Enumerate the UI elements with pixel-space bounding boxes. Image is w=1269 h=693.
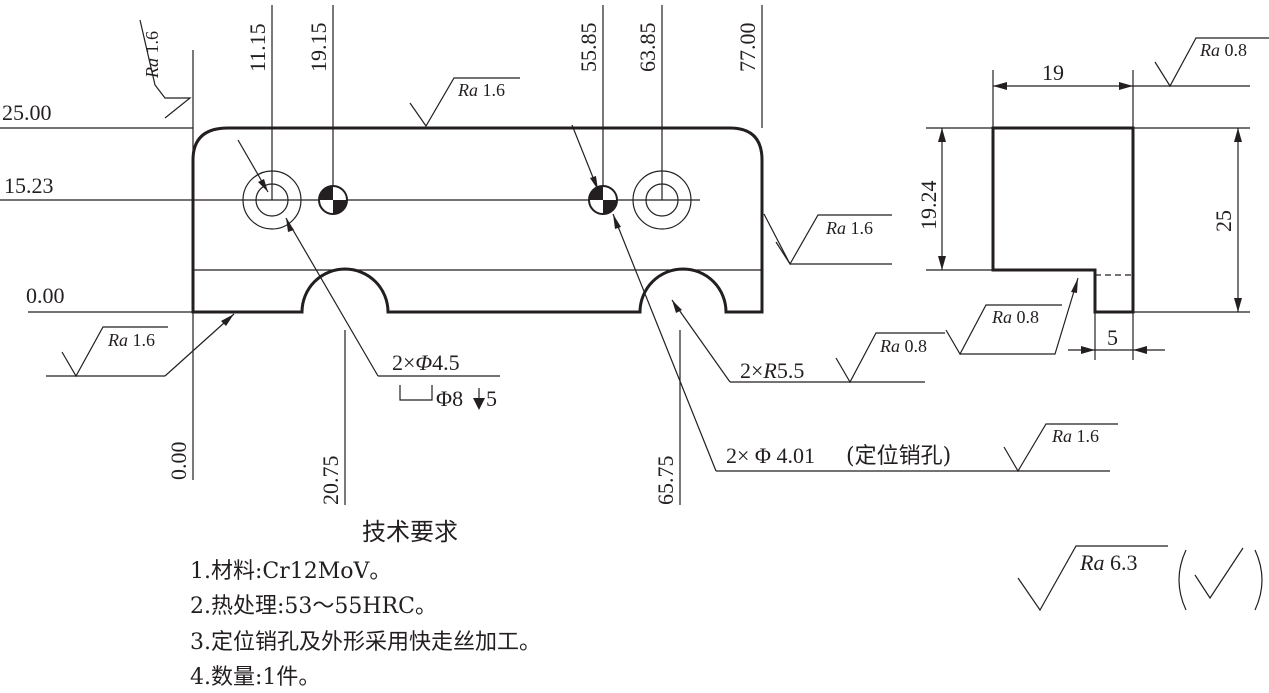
roughness-symbols: Ra 1.6 Ra 1.6 Ra 1.6 Ra 1.6 Ra 0.8 Ra 1.… — [46, 19, 1269, 612]
svg-text:Ra 0.8: Ra 0.8 — [1199, 40, 1247, 60]
svg-text:Ra 1.6: Ra 1.6 — [107, 330, 155, 350]
side-outline — [991, 126, 1135, 314]
svg-text:Ra 0.8: Ra 0.8 — [879, 336, 927, 356]
requirement-4: 4.数量:1件。 — [190, 665, 320, 690]
arrow-step-r — [1133, 346, 1147, 354]
counterbore-hole-left — [242, 170, 302, 230]
arrow-cbore — [286, 218, 294, 232]
dim-x-5585: 55.85 — [576, 23, 601, 73]
dim-x-0: 0.00 — [166, 442, 191, 481]
dim-y-0: 0.00 — [26, 283, 65, 308]
svg-text:Ra 6.3: Ra 6.3 — [1079, 550, 1137, 575]
front-view: 0.00 11.15 19.15 20.75 55.85 63.85 65.75… — [0, 5, 1110, 505]
callout-pin-hole: 2× Φ 4.01 — [726, 443, 815, 468]
arrow-width-l — [993, 82, 1007, 90]
dim-side-step: 5 — [1107, 325, 1118, 350]
leader-radius — [671, 299, 731, 383]
svg-text:Ra 1.6: Ra 1.6 — [1051, 426, 1099, 446]
callout-cbore-depth: 5 — [486, 386, 497, 411]
callout-radius: 2×R5.5 — [740, 358, 804, 383]
leader-right — [763, 213, 791, 265]
arrow-bottom-left — [221, 314, 234, 326]
arrow-width-r — [1119, 82, 1133, 90]
arrow-pin — [613, 214, 621, 229]
requirements-title: 技术要求 — [362, 518, 458, 546]
roughness-side-top: Ra 0.8 — [1154, 37, 1269, 88]
counterbore-hole-right — [632, 170, 692, 230]
depth-symbol — [473, 388, 485, 410]
dim-x-2075: 20.75 — [318, 456, 343, 506]
leader-bottom-left — [164, 313, 235, 377]
arrow-inner-b — [938, 256, 946, 270]
leader-cbore — [285, 217, 379, 377]
counterbore-symbol — [399, 385, 433, 401]
arrow-step-l — [1081, 346, 1095, 354]
arrow-radius — [672, 300, 682, 313]
arrow-height-t — [1234, 128, 1242, 142]
dim-y-25: 25.00 — [2, 100, 52, 125]
svg-text:Ra 0.8: Ra 0.8 — [991, 307, 1039, 327]
roughness-top-mid: Ra 1.6 — [409, 77, 520, 128]
arrow-height-b — [1234, 298, 1242, 312]
svg-text:Ra 1.6: Ra 1.6 — [825, 218, 873, 238]
roughness-right: Ra 1.6 — [775, 214, 892, 266]
dim-y-1523: 15.23 — [4, 173, 54, 198]
requirement-2: 2.热处理:53～55HRC。 — [190, 594, 437, 619]
svg-text:Ra 1.6: Ra 1.6 — [457, 80, 505, 100]
dim-side-height: 25 — [1211, 210, 1236, 232]
dim-x-1915: 19.15 — [306, 23, 331, 73]
dim-side-inner: 19.24 — [916, 181, 941, 231]
dim-x-1115: 11.15 — [245, 23, 270, 72]
requirement-1: 1.材料:Cr12MoV。 — [190, 559, 391, 584]
arrow-inner-t — [938, 128, 946, 142]
requirement-3: 3.定位销孔及外形采用快走丝加工。 — [190, 630, 541, 655]
roughness-bottom-left: Ra 1.6 — [46, 326, 168, 378]
roughness-top-left: Ra 1.6 — [139, 19, 192, 119]
part-outline — [191, 126, 764, 314]
callout-cbore-dia: Φ8 — [436, 386, 463, 411]
dim-x-6575: 65.75 — [653, 456, 678, 506]
side-view: 19 25 19.24 5 — [916, 60, 1250, 360]
arrow-hole-left-a — [258, 179, 268, 192]
dim-x-77: 77.00 — [735, 23, 760, 73]
dim-side-width: 19 — [1042, 60, 1064, 85]
svg-text:Ra 1.6: Ra 1.6 — [142, 31, 162, 79]
leader-pin — [612, 213, 717, 472]
callout-cbore-hole: 2×Φ4.5 — [392, 350, 460, 375]
roughness-pin: Ra 1.6 — [1003, 423, 1118, 473]
roughness-general: Ra 6.3 — [1017, 545, 1263, 612]
pin-hole-right — [588, 185, 618, 215]
callout-pin-note: (定位销孔) — [846, 444, 951, 469]
arrow-pin-right-a — [590, 176, 598, 190]
dim-x-6385: 63.85 — [635, 23, 660, 73]
roughness-radius: Ra 0.8 — [835, 332, 945, 384]
technical-requirements: 技术要求 1.材料:Cr12MoV。 2.热处理:53～55HRC。 3.定位销… — [190, 518, 541, 690]
roughness-side-step: Ra 0.8 — [945, 277, 1079, 356]
pin-hole-left — [318, 185, 348, 215]
